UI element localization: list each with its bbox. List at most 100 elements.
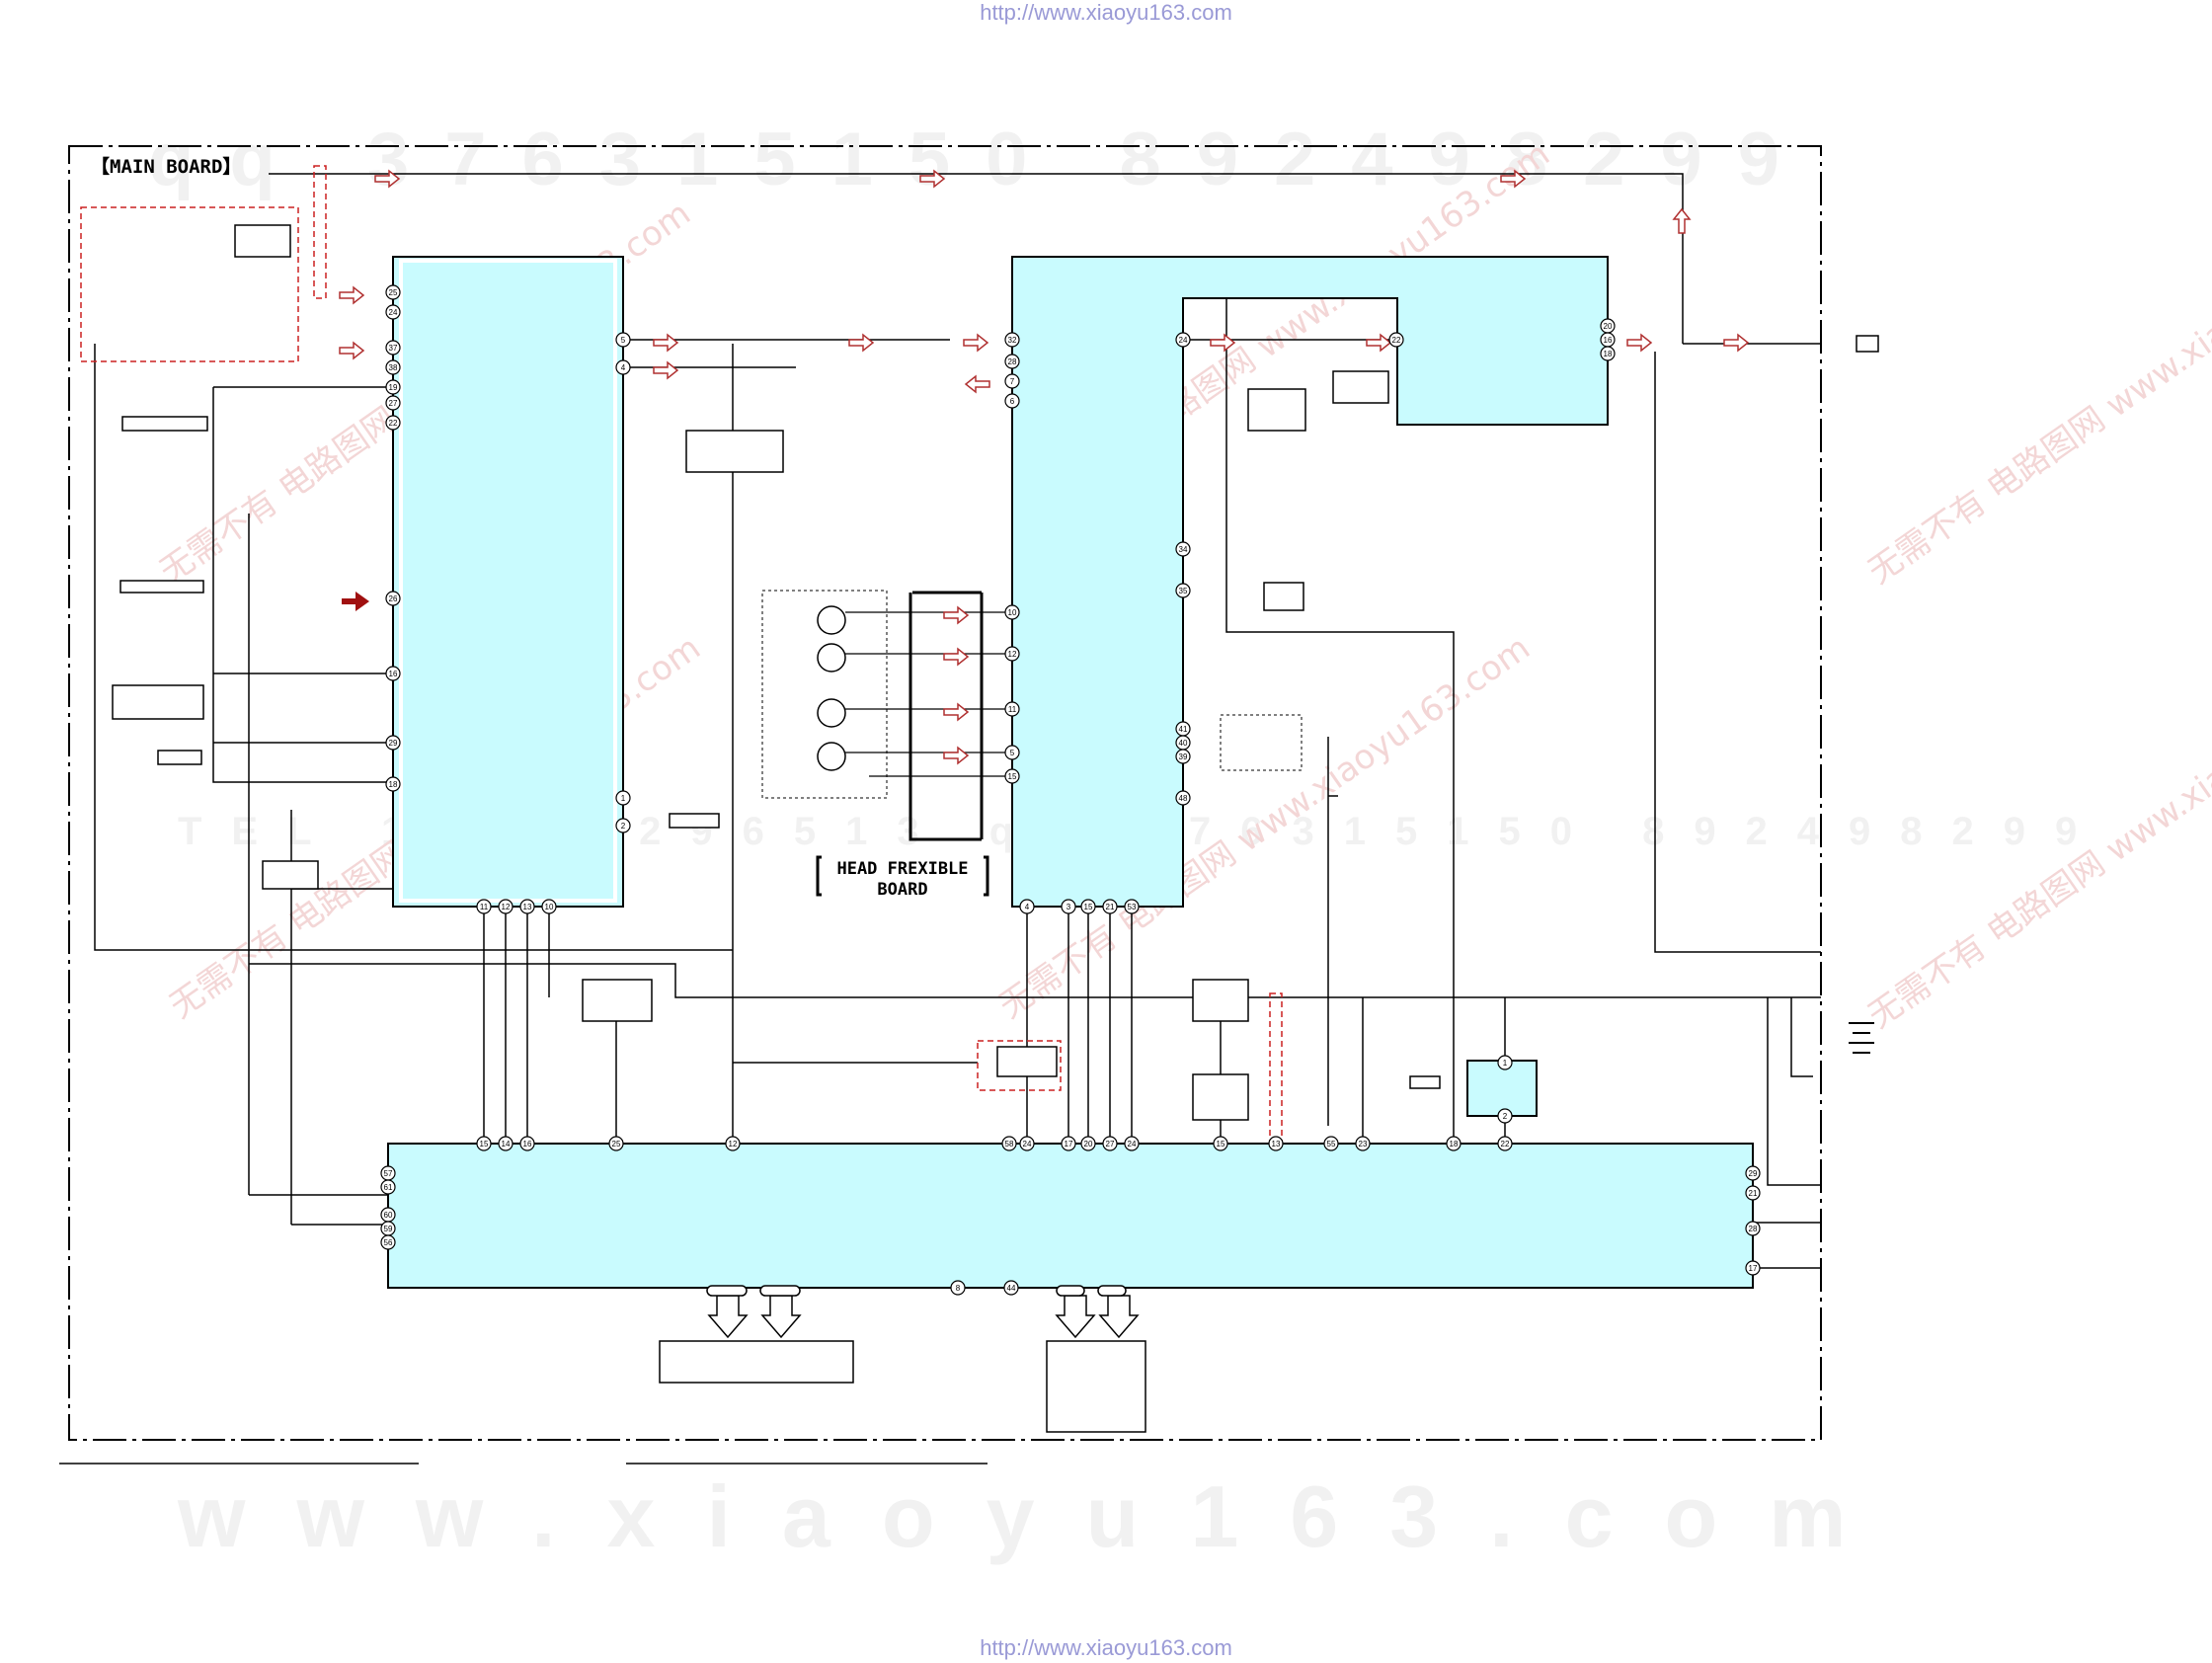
top-bus bbox=[269, 173, 1684, 344]
pin-label: 3 bbox=[1061, 899, 1076, 914]
block-e bbox=[1263, 582, 1304, 611]
pin-label: 12 bbox=[1004, 646, 1020, 662]
block-display bbox=[659, 1340, 854, 1384]
label-box-5 bbox=[669, 813, 720, 829]
label-box-4 bbox=[157, 750, 202, 765]
pin-label: 37 bbox=[385, 340, 401, 356]
svg-text:16: 16 bbox=[1604, 336, 1613, 345]
signal-arrows bbox=[339, 169, 1750, 765]
svg-text:13: 13 bbox=[1272, 1140, 1281, 1148]
block-d bbox=[1332, 370, 1389, 404]
svg-text:1: 1 bbox=[1503, 1059, 1508, 1068]
pin-label: 16 bbox=[385, 666, 401, 681]
url-footer[interactable]: http://www.xiaoyu163.com bbox=[980, 1635, 1232, 1660]
svg-text:18: 18 bbox=[389, 780, 398, 789]
pin-label: 2 bbox=[1497, 1108, 1513, 1124]
pin-label: 6 bbox=[1004, 393, 1020, 409]
block-switch bbox=[996, 1046, 1058, 1077]
svg-text:58: 58 bbox=[1005, 1140, 1014, 1148]
pin-label: 39 bbox=[1175, 749, 1191, 764]
svg-text:24: 24 bbox=[1023, 1140, 1032, 1148]
block-regulator bbox=[582, 979, 653, 1022]
pin-label: 20 bbox=[1600, 318, 1616, 334]
pin-label: 53 bbox=[1124, 899, 1140, 914]
pin-label: 24 bbox=[385, 304, 401, 320]
pin-label: 27 bbox=[1102, 1136, 1118, 1151]
pin-label: 29 bbox=[385, 735, 401, 751]
pin-label: 5 bbox=[1004, 745, 1020, 760]
svg-text:2: 2 bbox=[1503, 1112, 1508, 1121]
svg-text:6: 6 bbox=[1010, 397, 1015, 406]
svg-text:4: 4 bbox=[1025, 903, 1030, 911]
ic-bottom bbox=[387, 1143, 1754, 1289]
block-f bbox=[262, 860, 319, 890]
svg-text:17: 17 bbox=[1065, 1140, 1073, 1148]
svg-text:16: 16 bbox=[389, 670, 398, 678]
pin-label: 22 bbox=[385, 415, 401, 431]
url-header[interactable]: http://www.xiaoyu163.com bbox=[980, 0, 1232, 25]
mid-links bbox=[615, 1019, 978, 1144]
pin-label: 18 bbox=[385, 776, 401, 792]
svg-text:48: 48 bbox=[1179, 794, 1188, 803]
pin-label: 57 bbox=[380, 1165, 396, 1181]
svg-text:24: 24 bbox=[1179, 336, 1188, 345]
pin-label: 12 bbox=[725, 1136, 741, 1151]
pin-label: 8 bbox=[950, 1280, 966, 1296]
pin-label: 28 bbox=[1004, 354, 1020, 369]
left-ic-out bbox=[623, 339, 950, 368]
svg-text:26: 26 bbox=[389, 594, 398, 603]
svg-text:2: 2 bbox=[621, 822, 626, 831]
pin-label: 7 bbox=[1004, 373, 1020, 389]
left-ic-bottom-lines bbox=[483, 907, 550, 1144]
svg-text:61: 61 bbox=[384, 1183, 393, 1192]
pin-label: 2 bbox=[615, 818, 631, 833]
pin-label: 11 bbox=[1004, 701, 1020, 717]
dashed-area-red-2 bbox=[313, 165, 327, 299]
pin-label: 32 bbox=[1004, 332, 1020, 348]
pin-label: 58 bbox=[1001, 1136, 1017, 1151]
svg-text:28: 28 bbox=[1749, 1225, 1758, 1233]
pin-label: 59 bbox=[380, 1221, 396, 1236]
headphone-jack-icon bbox=[1856, 335, 1879, 353]
pin-label: 15 bbox=[476, 1136, 492, 1151]
block-c bbox=[1247, 388, 1306, 432]
head-flexible-label-2: BOARD bbox=[877, 880, 927, 900]
block-top-left bbox=[234, 224, 291, 258]
svg-text:12: 12 bbox=[1008, 650, 1017, 659]
svg-text:20: 20 bbox=[1084, 1140, 1093, 1148]
pin-label: 26 bbox=[385, 591, 401, 606]
dashed-area-red-1 bbox=[80, 206, 299, 362]
label-box-2 bbox=[119, 580, 204, 594]
pin-label: 12 bbox=[498, 899, 514, 914]
svg-text:10: 10 bbox=[1008, 608, 1017, 617]
battery-icon bbox=[1849, 1022, 1874, 1054]
pin-label: 22 bbox=[1388, 332, 1404, 348]
svg-text:34: 34 bbox=[1179, 545, 1188, 554]
pin-label: 18 bbox=[1600, 346, 1616, 361]
pin-label: 44 bbox=[1003, 1280, 1019, 1296]
watermark-qq-top: qq 376315150 892498299 bbox=[148, 118, 1815, 201]
pin-label: 21 bbox=[1745, 1185, 1761, 1201]
svg-text:44: 44 bbox=[1007, 1284, 1016, 1293]
svg-text:39: 39 bbox=[1179, 752, 1188, 761]
dashed-area-red-3 bbox=[977, 1040, 1062, 1091]
battery-links bbox=[1504, 997, 1821, 1186]
svg-text:11: 11 bbox=[480, 903, 489, 911]
svg-text:23: 23 bbox=[1359, 1140, 1368, 1148]
pin-label: 10 bbox=[1004, 604, 1020, 620]
svg-text:24: 24 bbox=[389, 308, 398, 317]
svg-text:28: 28 bbox=[1008, 357, 1017, 366]
pin-label: 38 bbox=[385, 359, 401, 375]
pin-label: 22 bbox=[1497, 1136, 1513, 1151]
label-box-6 bbox=[1409, 1075, 1441, 1089]
block-b bbox=[1192, 1073, 1249, 1121]
svg-text:24: 24 bbox=[1128, 1140, 1137, 1148]
svg-text:15: 15 bbox=[1084, 903, 1093, 911]
pin-label: 18 bbox=[1446, 1136, 1462, 1151]
svg-text:4: 4 bbox=[621, 363, 626, 372]
ic-right bbox=[1011, 256, 1609, 908]
pin-label: 55 bbox=[1323, 1136, 1339, 1151]
pin-label: 16 bbox=[1600, 332, 1616, 348]
dashed-area-head bbox=[761, 590, 888, 799]
svg-text:22: 22 bbox=[1392, 336, 1401, 345]
